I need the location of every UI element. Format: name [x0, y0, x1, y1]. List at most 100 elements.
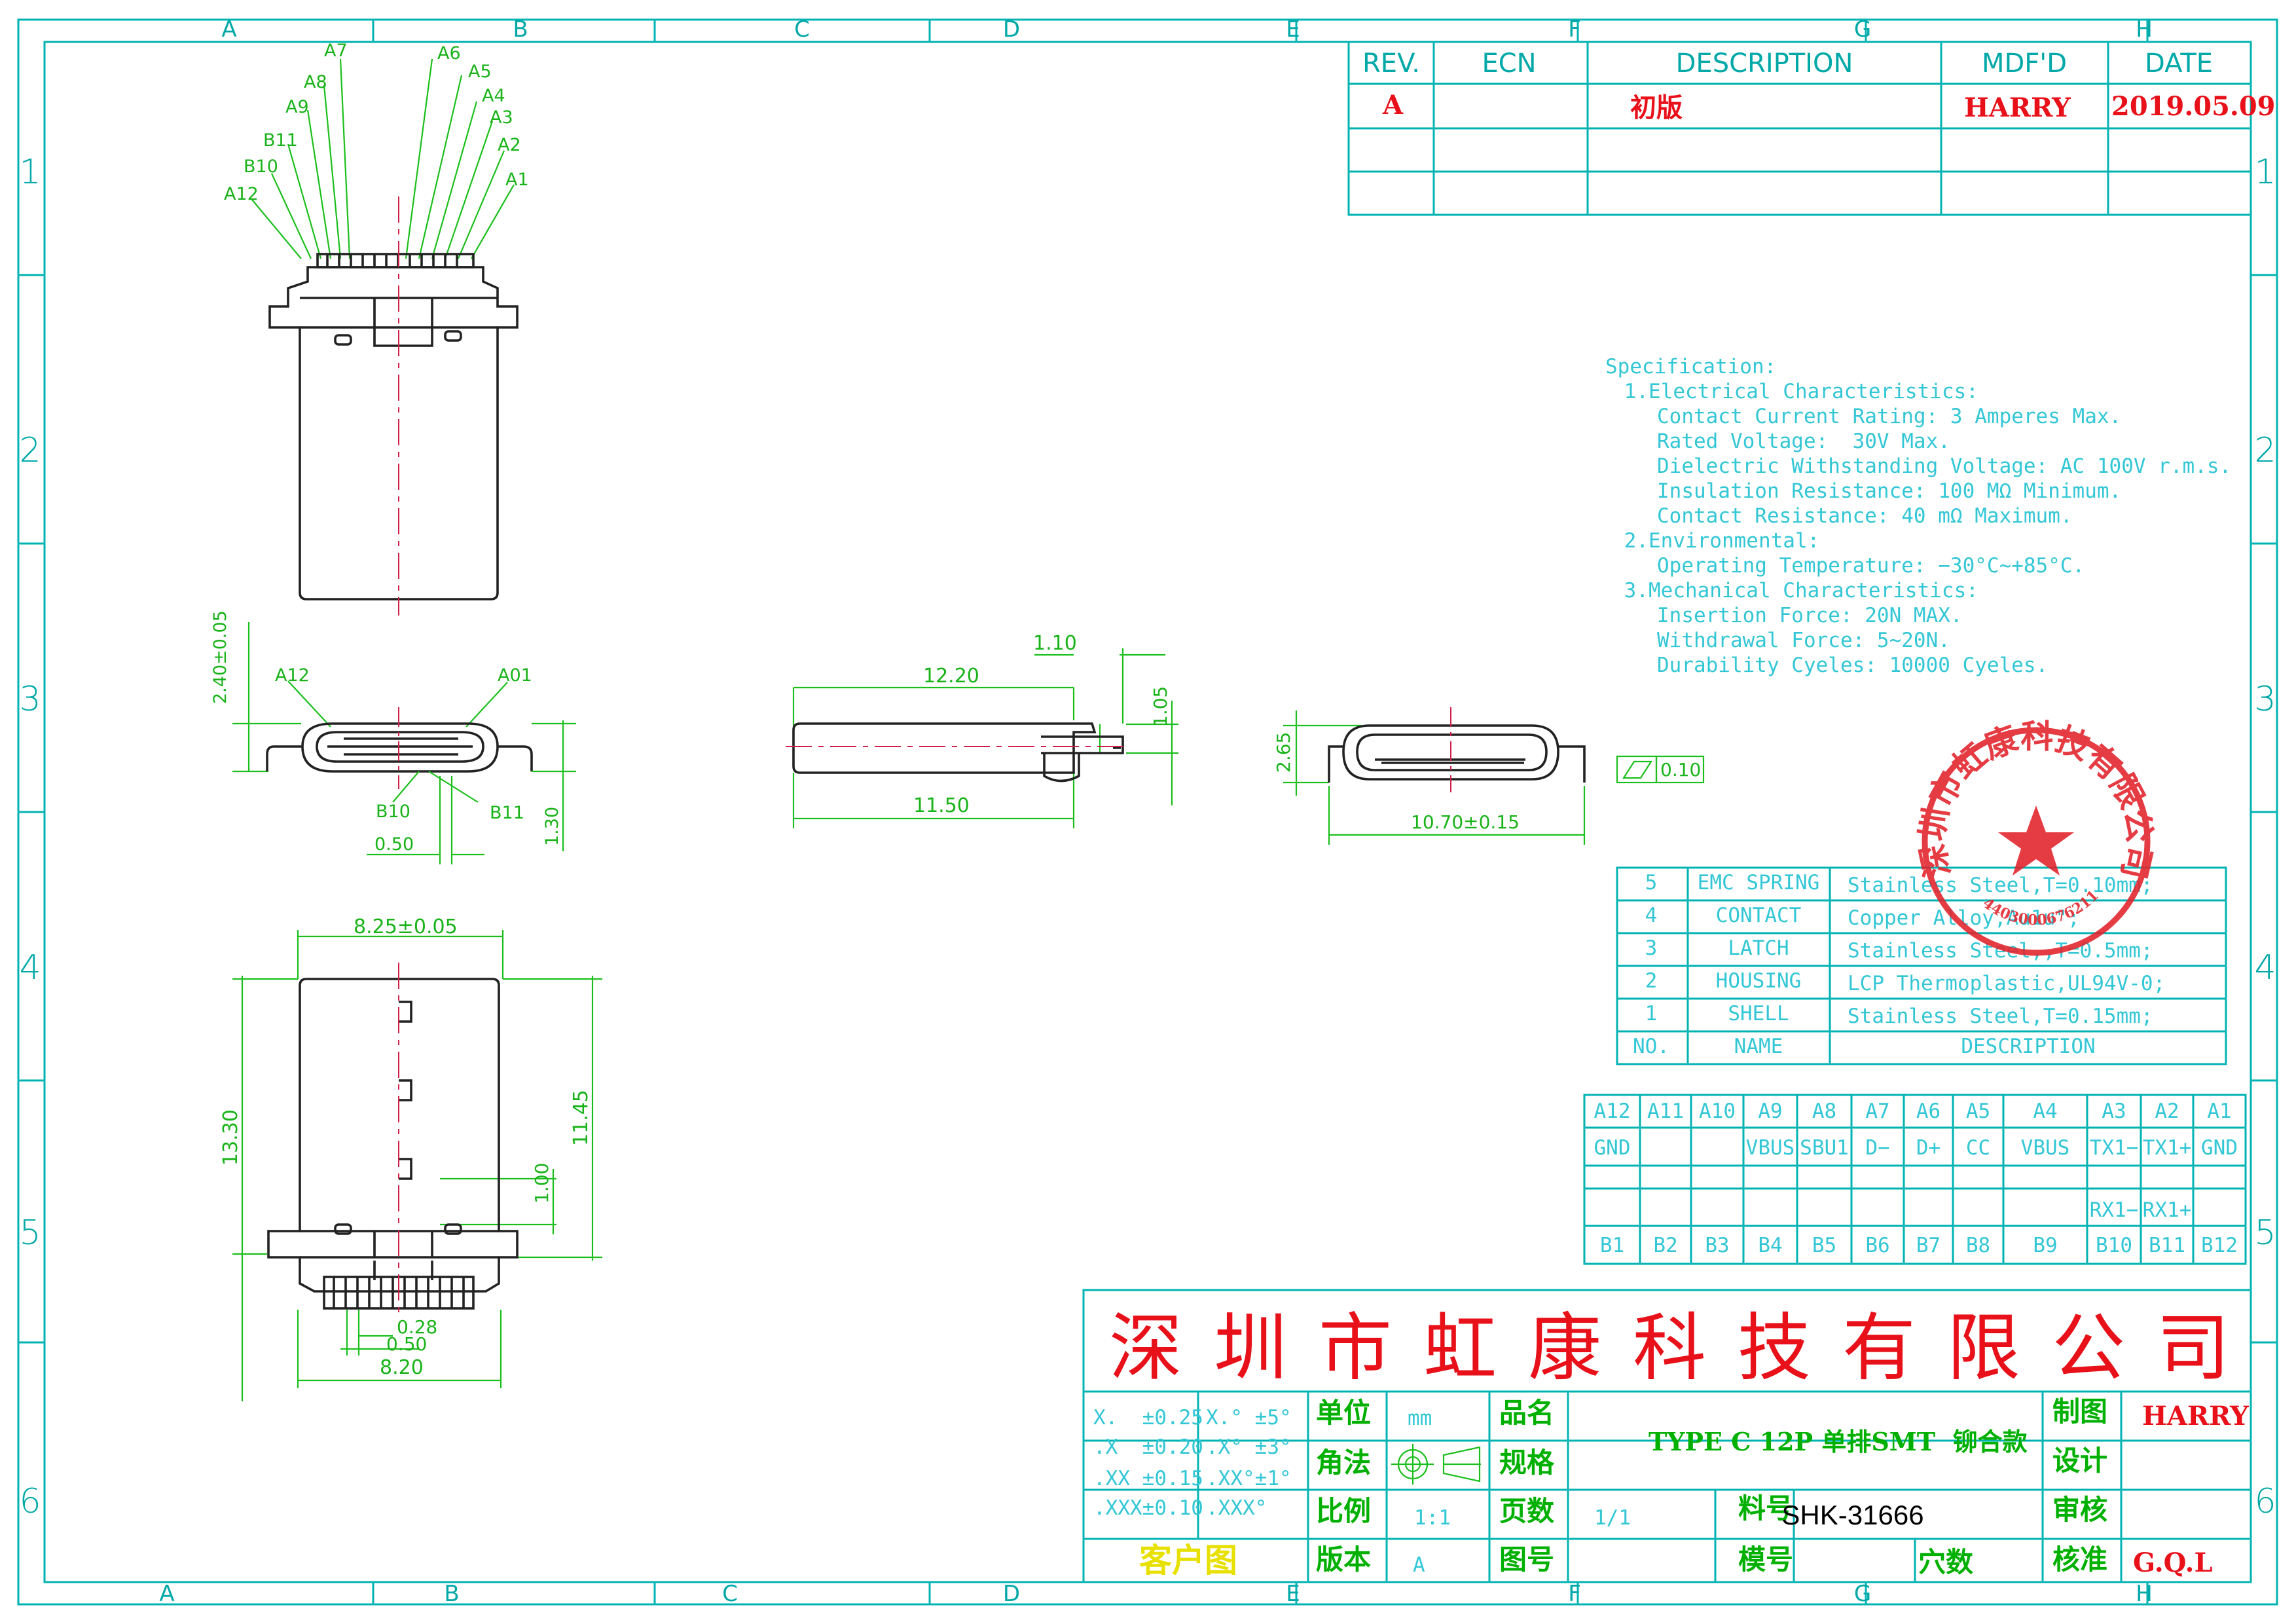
lbl-pages: 页数: [1499, 1495, 1554, 1527]
company-char: 康: [1528, 1306, 1601, 1391]
dim-820: 8.20: [380, 1356, 424, 1379]
spec-line: Insertion Force: 20N MAX.: [1620, 604, 1963, 627]
customer-drawing-label: 客户图: [1139, 1541, 1237, 1579]
pin-b-label: B12: [2201, 1234, 2238, 1257]
dim-height: 2.40±0.05: [210, 610, 230, 704]
pin-a-label: A12: [1594, 1099, 1631, 1123]
pin-b-label: B1: [1600, 1234, 1624, 1257]
pin-b-label: B10: [2096, 1234, 2132, 1257]
dim-110: 1.10: [1033, 632, 1077, 655]
tol-angle: .X° ±3°: [1206, 1435, 1292, 1459]
lbl-drawing-no: 图号: [1499, 1543, 1554, 1576]
bom-name: LATCH: [1728, 936, 1789, 960]
col-label-bottom: B: [444, 1581, 459, 1607]
spec-line: Contact Resistance: 40 mΩ Maximum.: [1620, 504, 2073, 528]
drawn-value: HARRY: [2142, 1401, 2249, 1431]
bom-name: CONTACT: [1716, 904, 1802, 927]
pin-a-signal: VBUS: [1746, 1136, 1795, 1160]
product-value: TYPE C 12P 单排SMT 铆合款: [1649, 1427, 2028, 1456]
company-char: 圳: [1214, 1306, 1287, 1391]
lbl-drawn: 制图: [2052, 1395, 2107, 1428]
pin-b-label: B7: [1916, 1234, 1941, 1257]
dim-pitch: 0.50: [374, 834, 414, 855]
pin-b-label: B2: [1653, 1234, 1677, 1257]
bom-header-no: NO.: [1633, 1035, 1669, 1058]
rev-value: A: [1382, 90, 1404, 120]
col-label-top: F: [1568, 16, 1581, 43]
spec-line: Durability Cyeles: 10000 Cyeles.: [1620, 654, 2048, 677]
row-label-right: 5: [2254, 1213, 2276, 1253]
pin-b-label: B11: [2149, 1234, 2185, 1257]
spec-line: Withdrawal Force: 5~20N.: [1620, 629, 1950, 652]
company-char: 科: [1633, 1306, 1706, 1391]
col-label-bottom: C: [722, 1581, 738, 1607]
dim-width: 10.70±0.15: [1411, 811, 1520, 833]
unit-value: mm: [1408, 1407, 1432, 1430]
pin-a-label: A5: [1966, 1099, 1990, 1123]
row-label-left: 6: [19, 1482, 41, 1521]
pin-a-signal: SBU1: [1800, 1136, 1849, 1160]
label-b10: B10: [376, 802, 410, 822]
tol-linear: .X ±0.20: [1093, 1435, 1203, 1459]
rear-view: 2.65 10.70±0.15 0.10: [1273, 707, 1705, 845]
dim-1150: 11.50: [913, 794, 970, 817]
lbl-unit: 单位: [1316, 1397, 1371, 1429]
pin-label: A4: [482, 86, 505, 106]
mdfd-value: HARRY: [1964, 92, 2071, 123]
row-label-left: 5: [19, 1213, 41, 1253]
col-label-bottom: H: [2136, 1581, 2153, 1607]
spec-line: Contact Current Rating: 3 Amperes Max.: [1620, 405, 2121, 428]
col-label-top: E: [1286, 16, 1300, 43]
lbl-spec: 规格: [1499, 1447, 1555, 1479]
lbl-design: 设计: [2052, 1445, 2107, 1477]
bom-name: SHELL: [1728, 1002, 1789, 1025]
row-label-right: 1: [2254, 153, 2276, 192]
pin-b-label: B6: [1865, 1234, 1889, 1257]
tol-linear: .XX ±0.15: [1093, 1467, 1203, 1490]
lbl-version: 版本: [1316, 1543, 1371, 1576]
dim-050: 0.50: [386, 1333, 427, 1355]
spec-line: Insulation Resistance: 100 MΩ Minimum.: [1620, 479, 2121, 503]
pin-label: A3: [490, 107, 513, 128]
company-char: 司: [2157, 1306, 2230, 1391]
pin-label: B10: [244, 157, 278, 177]
dim-130: 1.30: [542, 807, 562, 846]
lbl-scale: 比例: [1316, 1495, 1371, 1527]
pin-b-label: B8: [1966, 1234, 1990, 1257]
pin-a-signal: VBUS: [2021, 1136, 2070, 1160]
spec-line: 2.Environmental:: [1612, 529, 1819, 553]
star-icon: [1998, 805, 2074, 876]
pin-a-label: A3: [2102, 1099, 2126, 1123]
col-label-bottom: G: [1854, 1581, 1871, 1607]
tol-angle: .XX°±1°: [1206, 1467, 1292, 1490]
pin-label: A1: [505, 170, 529, 190]
col-label-bottom: E: [1286, 1581, 1300, 1607]
dim-105: 1.05: [1150, 686, 1171, 727]
pin-b-signal: RX1−: [2090, 1198, 2139, 1222]
bom-no: 5: [1645, 871, 1658, 895]
company-char: 市: [1319, 1306, 1392, 1391]
pin-label: A9: [285, 97, 309, 117]
spec-line: Operating Temperature: −30°C~+85°C.: [1620, 554, 2085, 578]
row-label-right: 6: [2254, 1482, 2276, 1521]
ecn-header: ECN: [1482, 48, 1536, 79]
col-label-top: C: [794, 16, 810, 43]
lbl-review: 审核: [2052, 1494, 2107, 1526]
bom-header-name: NAME: [1734, 1035, 1783, 1058]
label-b11: B11: [490, 803, 524, 823]
pin-b-label: B4: [1758, 1234, 1782, 1257]
pages-value: 1/1: [1594, 1506, 1631, 1530]
top-view: A7 A6 A8 A5 A4 A9 A3 B11 A2 B10 A1 A12: [224, 41, 529, 616]
version-value: A: [1413, 1553, 1425, 1577]
date-header: DATE: [2145, 48, 2213, 79]
bom-name: EMC SPRING: [1698, 871, 1820, 895]
pin-a-label: A7: [1865, 1099, 1889, 1123]
lbl-approve: 核准: [2052, 1543, 2107, 1576]
spec-line: 1.Electrical Characteristics:: [1612, 380, 1978, 403]
pin-b-label: B9: [2033, 1234, 2057, 1257]
dim-width-825: 8.25±0.05: [354, 915, 458, 938]
row-label-left: 1: [19, 153, 41, 192]
row-label-left: 2: [19, 431, 41, 470]
